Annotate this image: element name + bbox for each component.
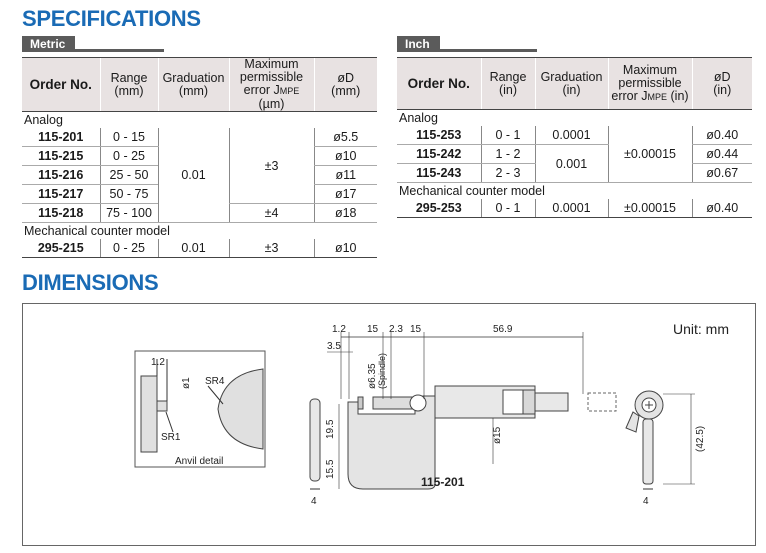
dim-4-left: 4 xyxy=(311,496,317,507)
metric-header-order: Order No. xyxy=(22,57,100,112)
table-row: 295-253 xyxy=(397,199,481,218)
dim-top-2: 2.3 xyxy=(389,324,403,335)
anvil-dim-sr1: SR1 xyxy=(161,432,181,443)
inch-mpe-analog: ±0.00015 xyxy=(607,126,692,183)
anvil-frame xyxy=(140,375,158,453)
metric-mpe-analog-b: ±4 xyxy=(228,203,314,223)
inch-group-analog: Analog xyxy=(399,111,438,125)
metric-group-analog: Analog xyxy=(24,113,63,127)
spindle xyxy=(372,396,414,410)
metric-group-mech: Mechanical counter model xyxy=(24,224,170,238)
spindle-face xyxy=(217,368,264,450)
inch-group-mech: Mechanical counter model xyxy=(399,184,545,198)
metric-graduation-analog: 0.01 xyxy=(157,128,229,223)
dim-4-right: 4 xyxy=(643,496,649,507)
dimensions-heading: DIMENSIONS xyxy=(22,270,159,295)
dimension-drawing: Unit: mm 1.2 ø1 SR4 SR1 Anvil detail 4 xyxy=(22,303,756,546)
table-row: 115-215 xyxy=(22,146,100,166)
dim-155: 15.5 xyxy=(325,459,336,479)
table-row: 115-253 xyxy=(397,126,481,145)
dimension-drawing-svg: Unit: mm 1.2 ø1 SR4 SR1 Anvil detail 4 xyxy=(134,321,729,507)
anvil-caption: Anvil detail xyxy=(175,456,223,467)
ratchet xyxy=(534,392,569,412)
dim-15dia: ø15 xyxy=(492,426,503,444)
inch-header-od: øD(in) xyxy=(691,57,752,110)
metric-tab-label: Metric xyxy=(22,36,76,52)
inch-spec-table: Order No. Range(in) Graduation(in) Maxim… xyxy=(397,57,752,218)
table-row: 115-242 xyxy=(397,144,481,164)
dim-top-0: 1.2 xyxy=(332,324,346,335)
model-label: 115-201 xyxy=(421,475,465,489)
inch-tab-label: Inch xyxy=(397,36,440,52)
anvil-dim-sr4: SR4 xyxy=(205,376,225,387)
dim-top-4: 56.9 xyxy=(493,324,513,335)
dim-spindle-label: (Spindle) xyxy=(377,353,387,389)
dim-top-1: 15 xyxy=(367,324,379,335)
table-row: 115-216 xyxy=(22,165,100,185)
table-row: 115-217 xyxy=(22,184,100,204)
anvil-tip xyxy=(156,400,168,412)
anvil-dim-top: 1.2 xyxy=(151,357,165,368)
inch-graduation-b: 0.001 xyxy=(534,144,608,183)
thimble xyxy=(502,389,524,415)
inch-tab: Inch xyxy=(397,36,537,52)
metric-header-range: Range(mm) xyxy=(99,57,158,112)
inch-header-range: Range(in) xyxy=(480,57,535,110)
inch-header-order: Order No. xyxy=(397,57,481,110)
metric-header-graduation: Graduation(mm) xyxy=(157,57,229,112)
metric-header-od: øD(mm) xyxy=(313,57,377,112)
dim-425: (42.5) xyxy=(695,426,706,452)
metric-tab: Metric xyxy=(22,36,164,52)
dim-spindle-dia: ø6.35 xyxy=(367,363,378,389)
inch-header-graduation: Graduation(in) xyxy=(534,57,608,110)
metric-mpe-analog-a: ±3 xyxy=(228,128,314,204)
dim-195: 19.5 xyxy=(325,419,336,439)
anvil-dim-dia: ø1 xyxy=(181,377,192,389)
lock-lever xyxy=(409,394,427,412)
unit-label: Unit: mm xyxy=(673,321,729,337)
dim-top-3: 15 xyxy=(410,324,422,335)
table-row: 295-215 xyxy=(22,239,100,258)
dim-35: 3.5 xyxy=(327,341,341,352)
table-row: 115-243 xyxy=(397,163,481,183)
specifications-heading: SPECIFICATIONS xyxy=(22,6,201,31)
left-side-view xyxy=(309,398,321,482)
table-row: 115-201 xyxy=(22,128,100,147)
table-row: 115-218 xyxy=(22,203,100,223)
metric-spec-table: Order No. Range(mm) Graduation(mm) Maxim… xyxy=(22,57,377,258)
